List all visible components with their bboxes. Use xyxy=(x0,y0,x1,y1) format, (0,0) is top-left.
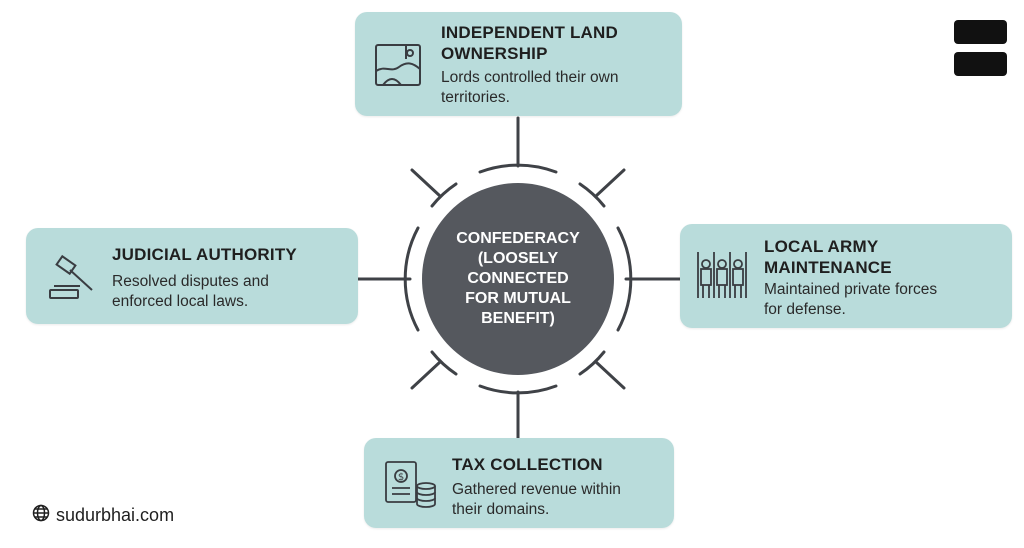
card-description: Maintained private forces for defense. xyxy=(764,281,938,318)
card-description: Resolved disputes and enforced local law… xyxy=(112,273,269,310)
menu-bar-top xyxy=(954,20,1007,44)
spoke-bl xyxy=(410,360,442,390)
card-tax-collection: $ TAX COLLECTION Gathered revenue within… xyxy=(364,438,674,528)
card-title: LOCAL ARMY MAINTENANCE xyxy=(764,237,892,277)
hub-arc-tl xyxy=(430,182,458,208)
card-title: JUDICIAL AUTHORITY xyxy=(112,245,297,264)
card-local-army: LOCAL ARMY MAINTENANCE Maintained privat… xyxy=(680,224,1012,328)
menu-icon[interactable] xyxy=(954,20,1007,84)
card-title: TAX COLLECTION xyxy=(452,455,603,474)
spoke-tl xyxy=(410,168,442,198)
site-footer[interactable]: sudurbhai.com xyxy=(32,504,174,527)
card-title: INDEPENDENT LAND OWNERSHIP xyxy=(441,23,618,63)
hub-arc-tr xyxy=(578,182,606,208)
hub-arc-br xyxy=(578,350,606,376)
map-icon xyxy=(373,39,425,96)
card-description: Gathered revenue within their domains. xyxy=(452,481,621,518)
menu-bar-bottom xyxy=(954,52,1007,76)
card-description: Lords controlled their own territories. xyxy=(441,69,619,106)
svg-text:$: $ xyxy=(398,472,404,483)
spoke-tr xyxy=(594,168,626,198)
hub-circle xyxy=(422,183,614,375)
spoke-br xyxy=(594,360,626,390)
site-url[interactable]: sudurbhai.com xyxy=(56,505,175,525)
hub-label: CONFEDERACY (LOOSELY CONNECTED FOR MUTUA… xyxy=(456,230,580,327)
globe-icon xyxy=(32,504,50,527)
money-icon: $ xyxy=(382,458,438,517)
hub-arc-bl xyxy=(430,350,458,376)
soldiers-icon xyxy=(694,250,750,307)
card-land-ownership: INDEPENDENT LAND OWNERSHIP Lords control… xyxy=(355,12,682,116)
gavel-icon xyxy=(42,252,98,307)
card-judicial-authority: JUDICIAL AUTHORITY Resolved disputes and… xyxy=(26,228,358,324)
